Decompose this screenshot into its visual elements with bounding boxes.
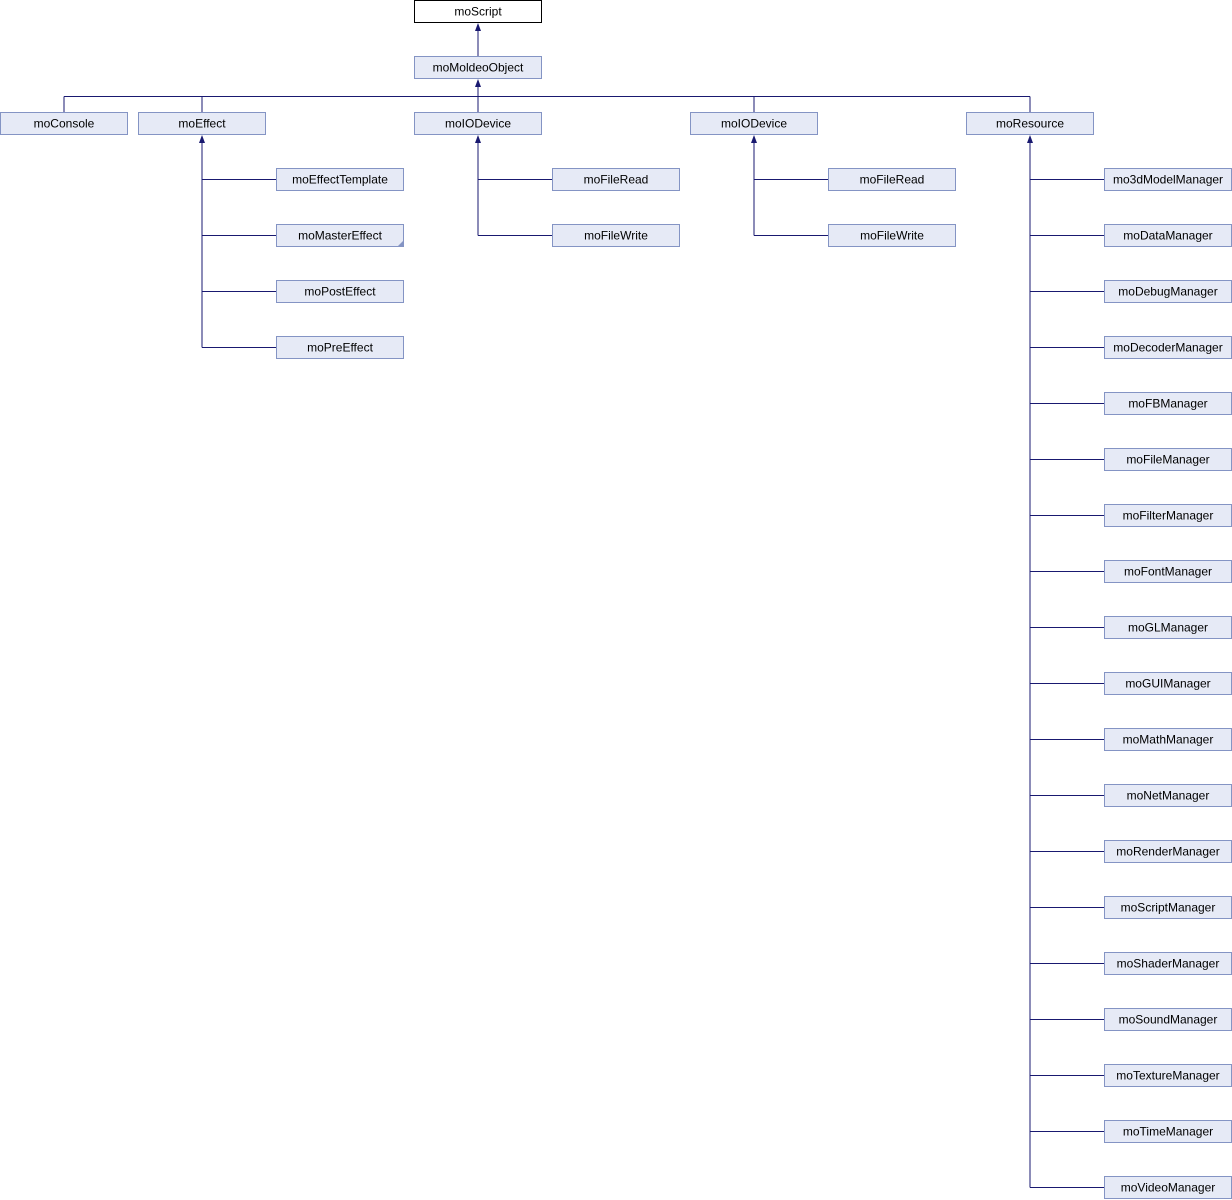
class-label: moNetManager	[1127, 789, 1210, 803]
class-label: moIODevice	[721, 117, 787, 131]
class-node-mo-master-effect[interactable]: moMasterEffect	[276, 224, 404, 247]
class-label: moTextureManager	[1116, 1069, 1219, 1083]
class-label: moFileRead	[584, 173, 649, 187]
class-node-mo-file-write-1[interactable]: moFileWrite	[552, 224, 680, 247]
class-label: moFBManager	[1128, 397, 1207, 411]
class-label: moEffect	[178, 117, 226, 131]
class-label: moEffectTemplate	[292, 173, 388, 187]
edge-arrow-mo-io-device-1	[475, 135, 481, 143]
class-node-mo-io-device-1[interactable]: moIODevice	[414, 112, 542, 135]
class-label: moRenderManager	[1116, 845, 1219, 859]
class-box[interactable]	[276, 280, 404, 303]
edge-arrow-mo-effect	[199, 135, 205, 143]
class-label: moFilterManager	[1123, 509, 1214, 523]
class-label: moFileManager	[1126, 453, 1209, 467]
class-node-mo-console[interactable]: moConsole	[0, 112, 128, 135]
class-node-mo-gui-manager[interactable]: moGUIManager	[1104, 672, 1232, 695]
class-label: moMasterEffect	[298, 229, 382, 243]
class-box[interactable]	[414, 112, 542, 135]
class-label: moScriptManager	[1121, 901, 1216, 915]
class-label: moDataManager	[1123, 229, 1212, 243]
class-label: moMoldeoObject	[433, 61, 524, 75]
class-box[interactable]	[552, 168, 680, 191]
class-box[interactable]	[414, 0, 542, 23]
class-box[interactable]	[966, 112, 1094, 135]
class-label: moTimeManager	[1123, 1125, 1213, 1139]
class-label: moDebugManager	[1118, 285, 1217, 299]
class-label: moFontManager	[1124, 565, 1212, 579]
class-label: moPreEffect	[307, 341, 373, 355]
class-node-mo-render-manager[interactable]: moRenderManager	[1104, 840, 1232, 863]
class-node-mo-filter-manager[interactable]: moFilterManager	[1104, 504, 1232, 527]
edge-arrow-moldeo-object	[475, 79, 481, 87]
class-node-mo-texture-manager[interactable]: moTextureManager	[1104, 1064, 1232, 1087]
class-node-mo-net-manager[interactable]: moNetManager	[1104, 784, 1232, 807]
class-node-mo-effect[interactable]: moEffect	[138, 112, 266, 135]
class-node-mo-pre-effect[interactable]: moPreEffect	[276, 336, 404, 359]
class-label: moFileWrite	[860, 229, 924, 243]
class-box[interactable]	[276, 336, 404, 359]
inheritance-edges	[63, 23, 1104, 1188]
class-label: moVideoManager	[1121, 1181, 1216, 1195]
class-node-mo-file-manager[interactable]: moFileManager	[1104, 448, 1232, 471]
class-node-mo-file-read-1[interactable]: moFileRead	[552, 168, 680, 191]
class-label: moGUIManager	[1125, 677, 1210, 691]
class-label: moShaderManager	[1117, 957, 1220, 971]
edge-arrow-mo-io-device-2	[751, 135, 757, 143]
class-node-mo-gl-manager[interactable]: moGLManager	[1104, 616, 1232, 639]
class-node-mo-decoder-manager[interactable]: moDecoderManager	[1104, 336, 1232, 359]
class-box[interactable]	[0, 112, 128, 135]
class-node-mo-fb-manager[interactable]: moFBManager	[1104, 392, 1232, 415]
class-node-mo-data-manager[interactable]: moDataManager	[1104, 224, 1232, 247]
class-node-mo-shader-manager[interactable]: moShaderManager	[1104, 952, 1232, 975]
class-node-mo-time-manager[interactable]: moTimeManager	[1104, 1120, 1232, 1143]
class-node-mo-font-manager[interactable]: moFontManager	[1104, 560, 1232, 583]
class-label: moMathManager	[1123, 733, 1214, 747]
class-node-mo-file-read-2[interactable]: moFileRead	[828, 168, 956, 191]
class-node-mo-script-manager[interactable]: moScriptManager	[1104, 896, 1232, 919]
class-label: moConsole	[34, 117, 95, 131]
edge-arrow-mo-resource	[1027, 135, 1033, 143]
class-node-mo-post-effect[interactable]: moPostEffect	[276, 280, 404, 303]
class-node-mo-math-manager[interactable]: moMathManager	[1104, 728, 1232, 751]
class-node-mo-sound-manager[interactable]: moSoundManager	[1104, 1008, 1232, 1031]
class-box[interactable]	[690, 112, 818, 135]
class-label: moPostEffect	[304, 285, 376, 299]
class-node-mo-file-write-2[interactable]: moFileWrite	[828, 224, 956, 247]
class-label: moScript	[454, 5, 502, 19]
class-box[interactable]	[828, 168, 956, 191]
class-box[interactable]	[276, 224, 404, 247]
edge-arrow-mo-script	[475, 23, 481, 31]
class-box[interactable]	[828, 224, 956, 247]
more-subclasses-marker	[397, 240, 404, 247]
class-node-mo-moldeo-object[interactable]: moMoldeoObject	[414, 56, 542, 79]
class-box[interactable]	[414, 56, 542, 79]
class-label: moFileWrite	[584, 229, 648, 243]
class-label: moResource	[996, 117, 1064, 131]
class-label: moGLManager	[1128, 621, 1208, 635]
class-label: moFileRead	[860, 173, 925, 187]
class-label: moDecoderManager	[1113, 341, 1222, 355]
class-label: mo3dModelManager	[1113, 173, 1223, 187]
class-label: moSoundManager	[1119, 1013, 1218, 1027]
class-node-mo-effect-template[interactable]: moEffectTemplate	[276, 168, 404, 191]
class-box[interactable]	[552, 224, 680, 247]
class-node-mo-video-manager[interactable]: moVideoManager	[1104, 1176, 1232, 1199]
class-node-mo-debug-manager[interactable]: moDebugManager	[1104, 280, 1232, 303]
class-node-mo-io-device-2[interactable]: moIODevice	[690, 112, 818, 135]
class-node-mo-resource[interactable]: moResource	[966, 112, 1094, 135]
class-node-mo-script[interactable]: moScript	[414, 0, 542, 23]
class-node-mo3d-model-manager[interactable]: mo3dModelManager	[1104, 168, 1232, 191]
class-box[interactable]	[276, 168, 404, 191]
class-box[interactable]	[138, 112, 266, 135]
class-label: moIODevice	[445, 117, 511, 131]
